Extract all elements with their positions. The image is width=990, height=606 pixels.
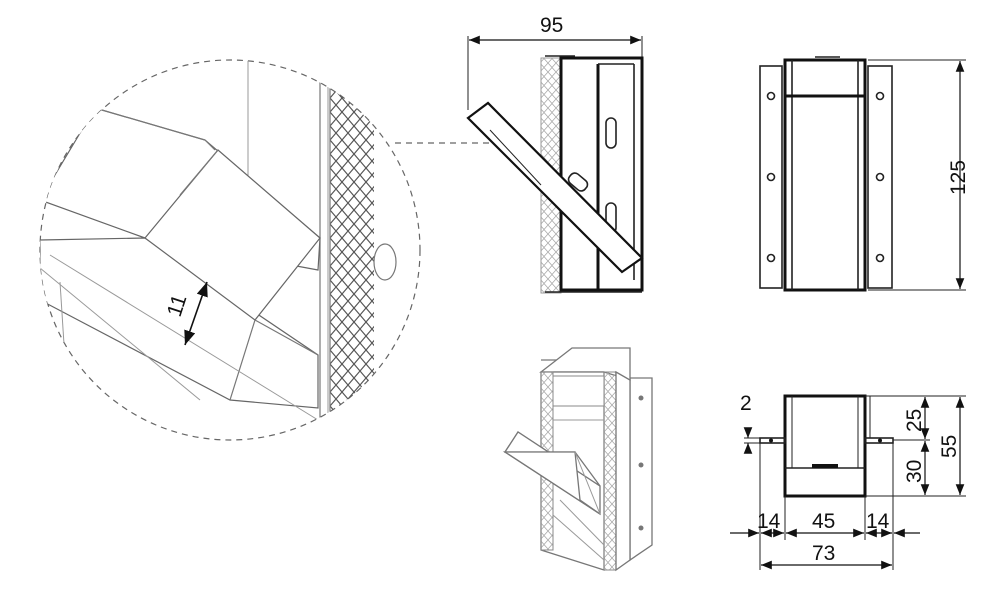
top-inner-width-label: 45 bbox=[812, 510, 835, 533]
top-lower-label: 30 bbox=[903, 460, 926, 483]
front-body-outline bbox=[783, 58, 867, 292]
side-body-outline bbox=[559, 56, 644, 292]
top-flange-left-label: 14 bbox=[757, 510, 781, 533]
detail-mesh-strip bbox=[330, 60, 374, 440]
top-left-flange bbox=[759, 437, 786, 444]
detail-slot bbox=[373, 243, 397, 281]
top-total-width-label: 73 bbox=[812, 542, 835, 565]
isometric-view bbox=[502, 347, 653, 572]
top-upper-label: 25 bbox=[903, 409, 926, 432]
top-flange-right-label: 14 bbox=[866, 510, 890, 533]
front-left-flange bbox=[759, 65, 783, 289]
top-view: 2 25 30 55 14 45 14 73 bbox=[730, 392, 966, 570]
iso-back-plate bbox=[629, 377, 653, 562]
front-right-flange bbox=[867, 65, 893, 289]
side-width-label: 95 bbox=[540, 14, 563, 37]
top-body-outline bbox=[783, 394, 867, 498]
detail-content bbox=[40, 60, 397, 440]
top-total-height-label: 55 bbox=[938, 435, 961, 458]
detail-dimension-line bbox=[184, 281, 208, 346]
side-upper-slot bbox=[605, 117, 617, 149]
detail-view: 11 bbox=[39, 59, 510, 441]
side-chute bbox=[466, 101, 644, 274]
top-wall-label: 2 bbox=[740, 392, 752, 415]
front-height-label: 125 bbox=[947, 160, 970, 195]
front-view: 125 bbox=[759, 56, 970, 292]
side-view: 95 bbox=[466, 14, 644, 294]
